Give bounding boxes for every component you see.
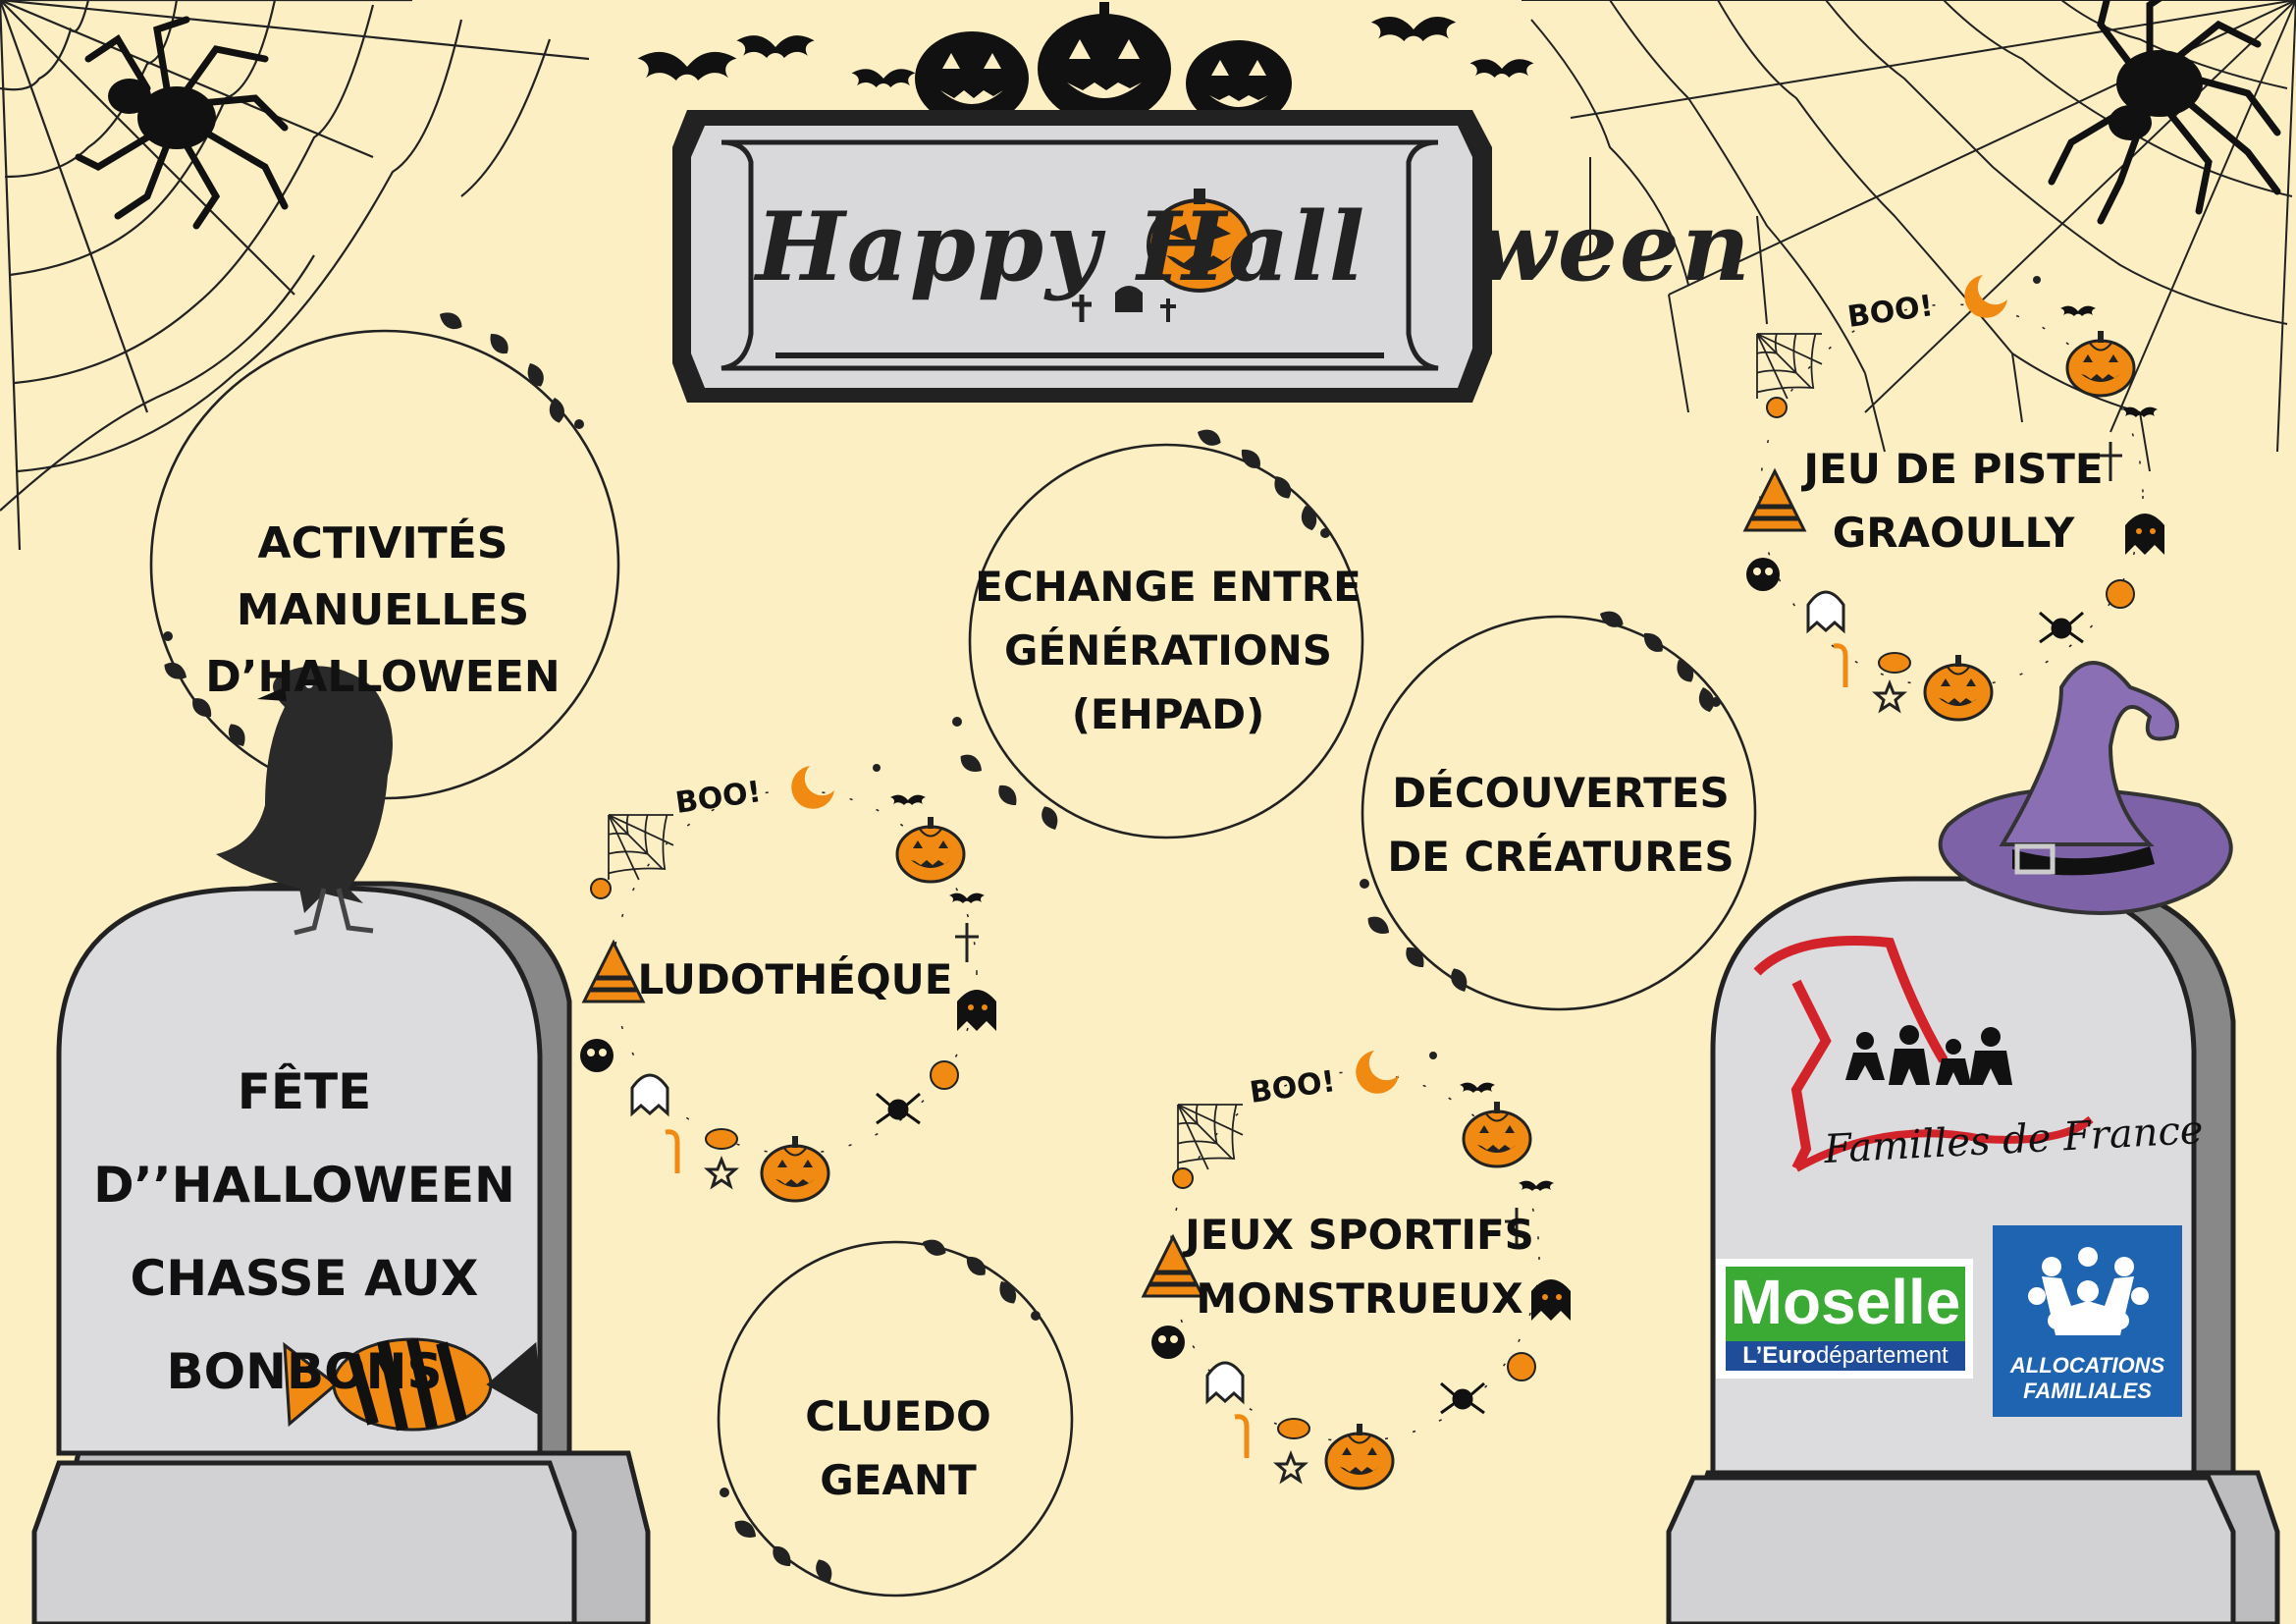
title-part2: ween: [1474, 191, 1752, 302]
activity-jeux-sportifs: JEUX SPORTIFS MONSTRUEUX: [1185, 1211, 1534, 1324]
bat-icon: [736, 35, 815, 58]
bat-icon: [1370, 17, 1457, 41]
title-part1: Happy Hall: [756, 191, 1367, 302]
activity-ludotheque: LUDOTHÉQUE: [637, 955, 953, 1003]
activity-echange: ECHANGE ENTRE GÉNÉRATIONS (EHPAD): [975, 563, 1362, 739]
moselle-subtitle: L’Eurodépartement: [1742, 1342, 1949, 1369]
bat-icon: [637, 51, 737, 81]
activity-jeu-de-piste: JEU DE PISTE GRAOULLY: [1803, 445, 2104, 558]
spider-icon-right: [2048, 0, 2281, 225]
bat-icon: [1199, 148, 1255, 165]
bat-icon: [1469, 59, 1534, 78]
moselle-text: Moselle: [1730, 1267, 1961, 1337]
boo-text-jeux-sportifs: BOO!: [1247, 1064, 1338, 1110]
bat-icon: [681, 151, 752, 172]
header-title: Happy Hall ween: [756, 191, 1750, 329]
jack-o-lanterns: [915, 2, 1292, 127]
boo-text-jeu-de-piste: BOO!: [1844, 289, 1936, 335]
tombstone-text: FÊTE D’’HALLOWEEN CHASSE AUX BONBONS: [93, 1063, 515, 1400]
boo-text-ludotheque: BOO!: [672, 775, 764, 821]
activity-decouvertes: DÉCOUVERTES DE CRÉATURES: [1387, 769, 1735, 882]
tombstone-right: [1666, 876, 2280, 1624]
witch-hat-icon: [1938, 661, 2233, 915]
activity-cluedo: CLUEDO GEANT: [805, 1392, 991, 1505]
caf-text: ALLOCATIONS FAMILIALES: [2009, 1353, 2165, 1403]
spider-icon: [75, 16, 289, 230]
cobweb-top-left: [0, 0, 590, 551]
activity-manuelles: ACTIVITÉS MANUELLES D’HALLOWEEN: [205, 518, 561, 703]
familles-de-france-text: Familles de France: [1823, 1107, 2205, 1173]
bat-icon: [851, 69, 916, 87]
